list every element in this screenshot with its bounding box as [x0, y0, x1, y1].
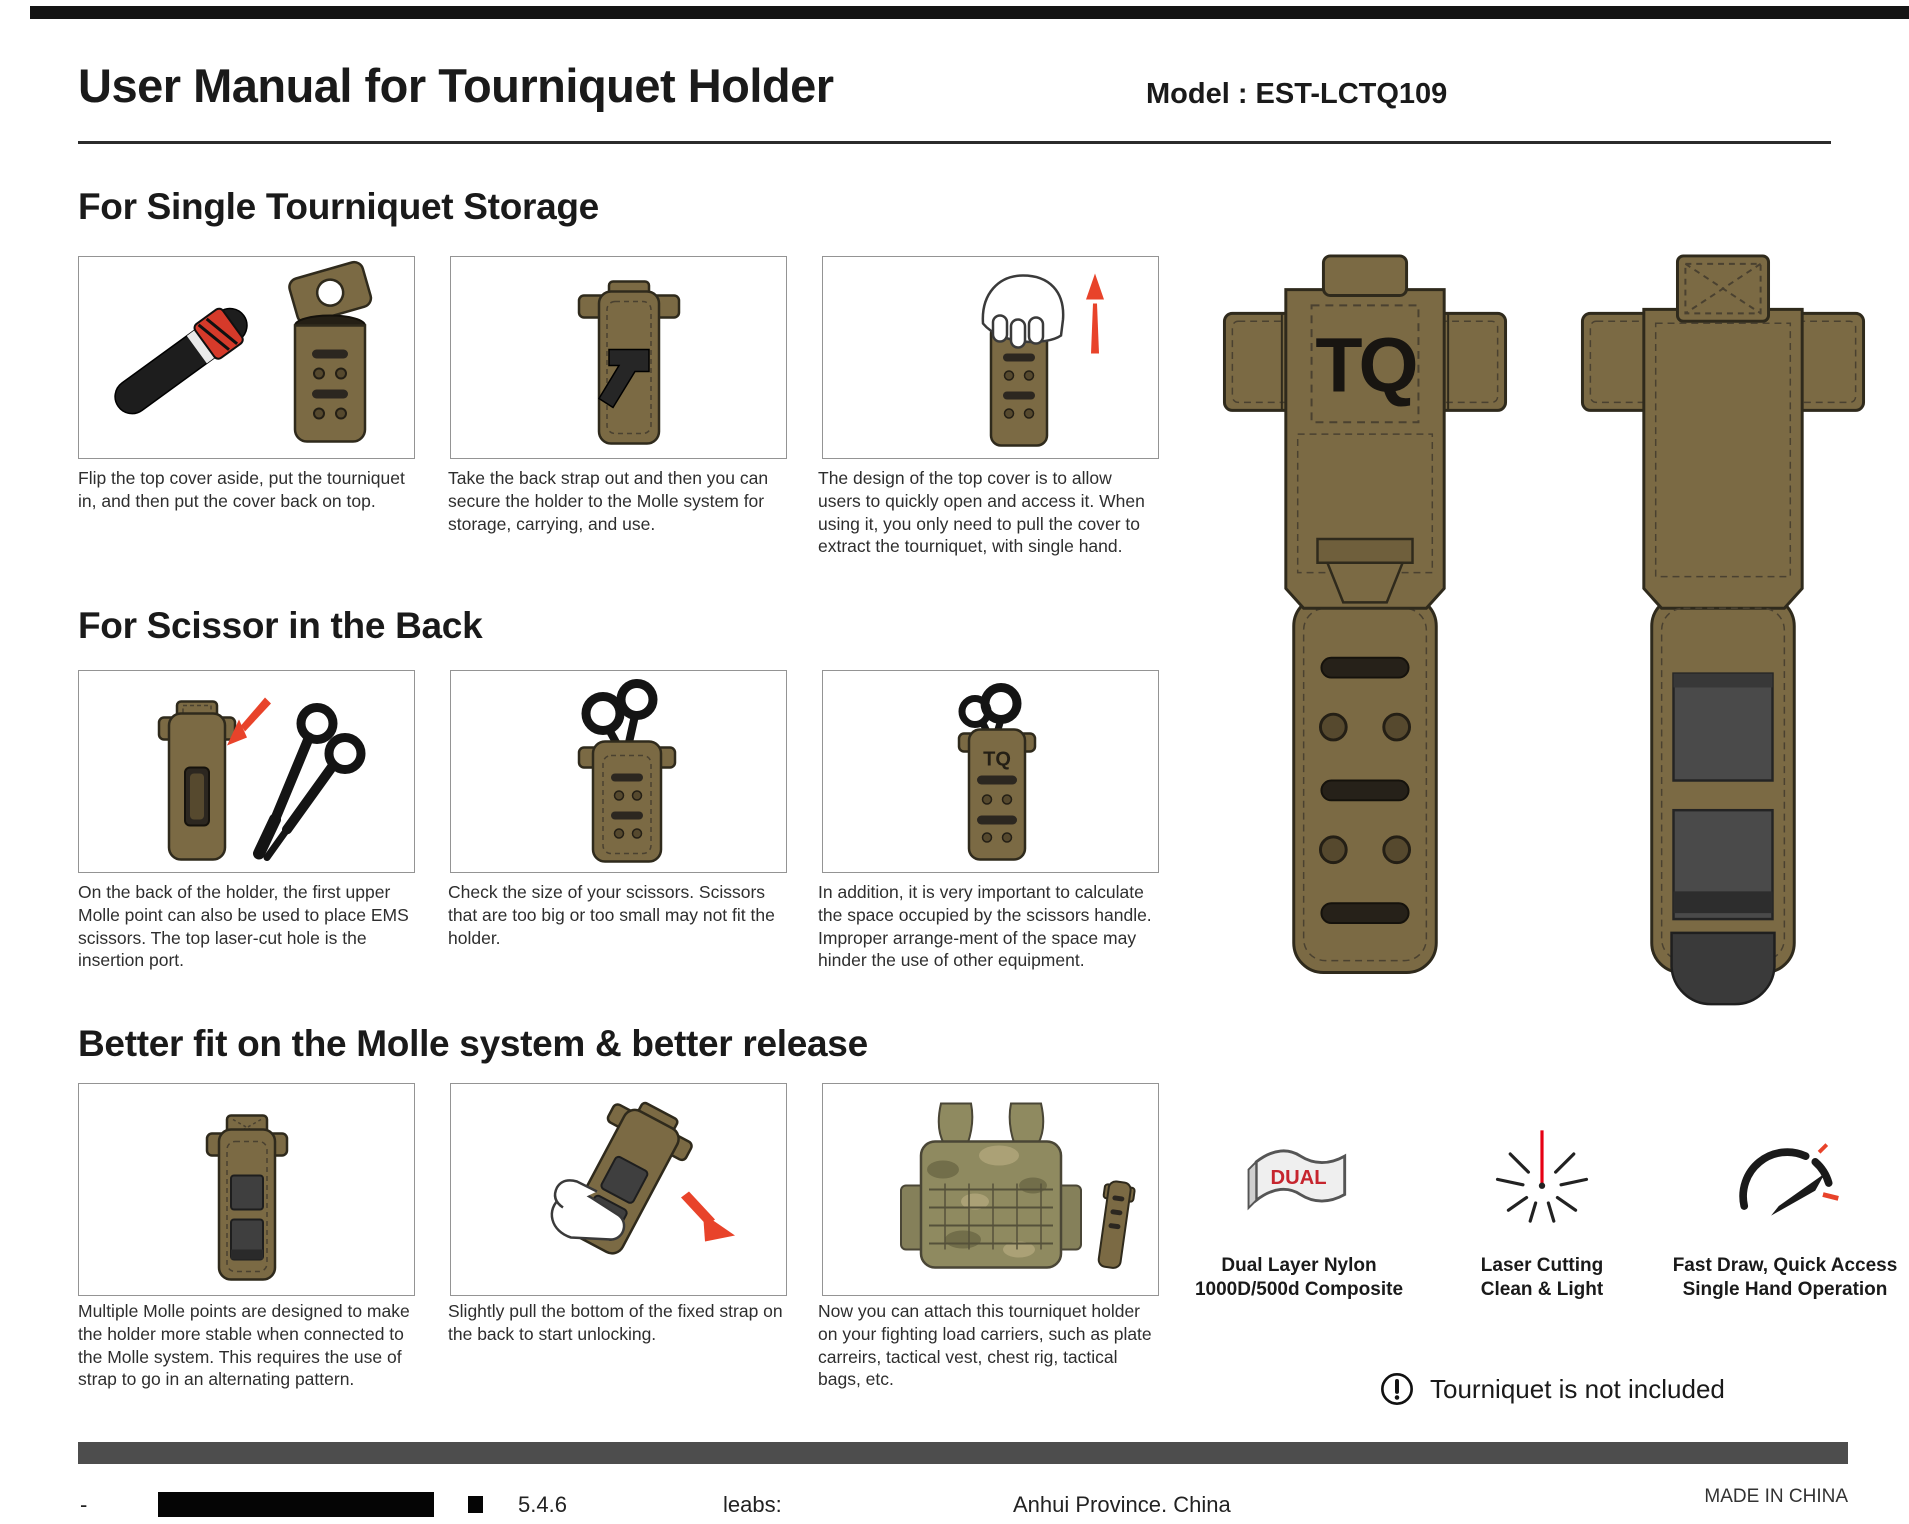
strap-keeper [1316, 537, 1414, 564]
red-arrow-icon [227, 697, 271, 746]
molle-webbing [929, 1183, 1053, 1250]
illustration-molle-point-scissors-icon [157, 697, 366, 861]
section1-figure-row [78, 256, 1159, 459]
step-figure [78, 1083, 415, 1296]
step-caption: Multiple Molle points are designed to ma… [78, 1301, 410, 1390]
step-caption: Slightly pull the bottom of the fixed st… [448, 1301, 783, 1344]
model-number: Model : EST-LCTQ109 [1146, 78, 1448, 110]
step-caption: On the back of the holder, the first upp… [78, 882, 409, 971]
holder-back [157, 700, 237, 861]
holder-front [577, 740, 677, 863]
step-figure [822, 1083, 1159, 1296]
feature-dual-layer: DUAL Dual Layer Nylon 1000D/500d Composi… [1180, 1112, 1418, 1302]
red-arrow-icon [681, 1191, 735, 1242]
page-title: User Manual for Tourniquet Holder [78, 59, 834, 112]
footer-fragment: Anhui Province, China [1013, 1492, 1231, 1512]
step-figure [450, 1083, 787, 1296]
section-heading-molle-fit: Better fit on the Molle system & better … [78, 1023, 868, 1064]
footer-fragment: leabs: [723, 1492, 782, 1512]
section3-caption-row: Multiple Molle points are designed to ma… [78, 1300, 1153, 1391]
holder-attached [1097, 1180, 1136, 1269]
illustration-flip-cover-insert-icon [114, 260, 373, 443]
up-arrow-icon [1086, 273, 1104, 354]
tourniquet-notice: Tourniquet is not included [1380, 1372, 1725, 1406]
illustration-single-hand-pull-icon [981, 273, 1104, 447]
step-figure: TQ [822, 670, 1159, 873]
product-back-view [1580, 254, 1866, 1006]
holder-open-cover [288, 260, 373, 443]
speed-gauge-icon [1738, 1143, 1839, 1216]
tq-logo-small: TQ [983, 749, 1011, 771]
top-black-bar [30, 6, 1909, 19]
product-front-view: TQ [1222, 254, 1508, 974]
scissors-icon [253, 703, 366, 861]
step-figure [78, 256, 415, 459]
svg-text:DUAL: DUAL [1270, 1167, 1326, 1189]
illustration-scissors-handle-space-icon: TQ [957, 683, 1037, 861]
x-stitch [1684, 262, 1762, 315]
section2-caption-row: On the back of the holder, the first upp… [78, 881, 1153, 972]
dual-layer-flag-icon: DUAL [1247, 1149, 1346, 1211]
feature-label: Laser Cutting Clean & Light [1480, 1255, 1604, 1300]
feature-laser-cutting: Laser Cutting Clean & Light [1423, 1112, 1661, 1302]
illustration-scissors-size-check-icon [577, 679, 677, 863]
feature-label: Fast Draw, Quick Access Single Hand Oper… [1672, 1255, 1898, 1300]
notice-text: Tourniquet is not included [1430, 1373, 1725, 1404]
section2-figure-row: TQ [78, 670, 1159, 873]
molle-strap [1672, 672, 1774, 782]
feature-list: DUAL Dual Layer Nylon 1000D/500d Composi… [1180, 1112, 1904, 1302]
redaction-mark [468, 1496, 483, 1513]
step-caption: Flip the top cover aside, put the tourni… [78, 468, 405, 511]
footer-bar [78, 1442, 1848, 1464]
plate-carrier [900, 1102, 1082, 1269]
step-caption: Take the back strap out and then you can… [448, 468, 769, 534]
laser-cut-slot [1320, 779, 1410, 802]
step-caption: In addition, it is very important to cal… [818, 882, 1152, 971]
step-figure [78, 670, 415, 873]
made-in-label: MADE IN CHINA [1704, 1486, 1848, 1507]
feature-label: Dual Layer Nylon 1000D/500d Composite [1194, 1255, 1404, 1300]
step-caption: Check the size of your scissors. Scissor… [448, 882, 775, 948]
holder-back-view [205, 1114, 289, 1281]
footer-fragment: - [80, 1492, 88, 1512]
bottom-retention-panel [1670, 931, 1776, 1006]
back-strap [597, 348, 650, 409]
section1-caption-row: Flip the top cover aside, put the tourni… [78, 467, 1153, 558]
step-caption: Now you can attach this tourniquet holde… [818, 1301, 1152, 1390]
laser-cutting-icon [1495, 1130, 1589, 1223]
tq-logo: TQ [1315, 323, 1415, 409]
redaction-bar [158, 1492, 434, 1517]
illustration-back-strap-out-icon [577, 280, 681, 445]
exclamation-circle-icon [1381, 1373, 1413, 1405]
illustration-pull-strap-unlock-icon [550, 1101, 735, 1255]
laser-cut-slot [1320, 902, 1410, 925]
step-figure [822, 256, 1159, 459]
section-heading-scissor-back: For Scissor in the Back [78, 605, 483, 646]
step-figure [450, 670, 787, 873]
section-heading-single-storage: For Single Tourniquet Storage [78, 186, 599, 227]
tourniquet-icon [114, 307, 248, 415]
section3-figure-row [78, 1083, 1159, 1296]
holder-front-tq: TQ [957, 728, 1037, 861]
hand-icon [550, 1179, 626, 1241]
step-caption: The design of the top cover is to allow … [818, 468, 1145, 557]
hand-icon [981, 274, 1065, 349]
step-figure [450, 256, 787, 459]
footer-fragment: 5.4.6 [518, 1492, 567, 1512]
footer-text-row: - 5.4.6 leabs: Anhui Province, China [78, 1492, 1678, 1512]
laser-cut-slot [1320, 656, 1410, 679]
feature-fast-draw: Fast Draw, Quick Access Single Hand Oper… [1666, 1112, 1904, 1302]
illustration-plate-carrier-attach-icon [900, 1102, 1136, 1269]
illustration-multiple-molle-points-icon [205, 1114, 289, 1281]
header-divider [78, 141, 1831, 144]
